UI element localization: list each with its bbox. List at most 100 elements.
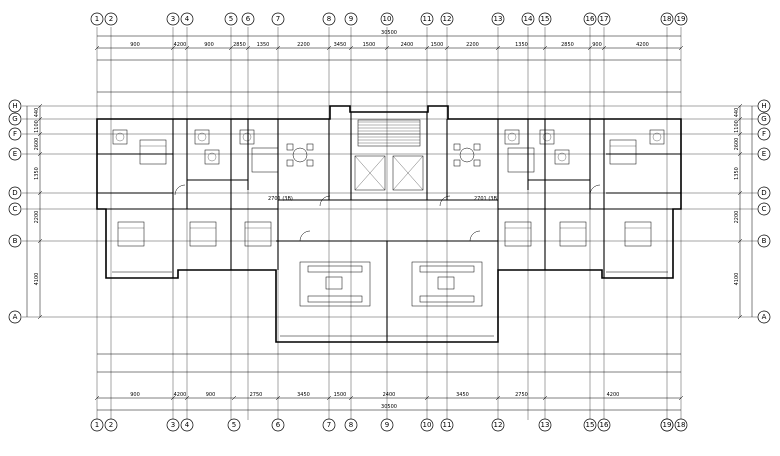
dim-text: 2750 (250, 392, 263, 398)
dim-text: 900 (204, 42, 214, 48)
dim-tick (737, 131, 743, 137)
axis-bubble-right (757, 112, 771, 126)
dim-tick (37, 151, 43, 157)
axis-bubble-bottom (380, 418, 394, 432)
dim-text-v: 2200 (34, 211, 40, 224)
dim-text-v: 4100 (34, 273, 40, 286)
axis-label-bottom: 3 (171, 421, 175, 429)
axis-bubble-top (583, 12, 597, 26)
axis-bubble-bottom (674, 418, 688, 432)
axis-label-right: G (761, 115, 766, 123)
dining-chair (306, 159, 314, 167)
axis-label-bottom: 4 (185, 421, 190, 429)
dim-tick (348, 395, 354, 401)
axis-label-top: 5 (229, 15, 233, 23)
axis-bubble-bottom (491, 418, 505, 432)
dim-text: 2400 (383, 392, 396, 398)
dim-text: 1500 (431, 42, 444, 48)
axis-bubble-left (8, 147, 22, 161)
fixture (554, 149, 570, 165)
dim-text-v: 2200 (734, 211, 740, 224)
axis-bubble-top (241, 12, 255, 26)
dim-text-v: 1350 (734, 167, 740, 180)
axis-label-bottom: 9 (385, 421, 389, 429)
bed (244, 221, 272, 247)
dim-tick (737, 151, 743, 157)
axis-label-top: 13 (494, 15, 503, 23)
bed (189, 221, 217, 247)
fixture (504, 129, 520, 145)
axis-label-left: C (13, 205, 18, 213)
sofa (419, 295, 475, 303)
dim-text: 1350 (515, 42, 528, 48)
axis-bubble-left (8, 127, 22, 141)
door-swing (299, 230, 311, 242)
axis-label-top: 19 (677, 15, 686, 23)
axis-label-bottom: 2 (109, 421, 113, 429)
dim-tick (326, 395, 332, 401)
axis-bubble-bottom (227, 418, 241, 432)
sofa (307, 295, 363, 303)
dim-tick (424, 395, 430, 401)
bed (504, 221, 532, 247)
dim-text: 2850 (233, 42, 246, 48)
living-area (299, 261, 371, 307)
dim-text-v: 440 (34, 108, 40, 118)
fixture (204, 149, 220, 165)
axis-label-right: E (762, 150, 766, 158)
axis-bubble-top (90, 12, 104, 26)
bed (507, 147, 535, 173)
axis-bubble-top (420, 12, 434, 26)
dim-tick (37, 103, 43, 109)
axis-bubble-right (757, 186, 771, 200)
fixture-basin (197, 132, 207, 142)
dim-text: 2200 (297, 42, 310, 48)
dim-tick (348, 45, 354, 51)
dim-tick (495, 45, 501, 51)
axis-bubble-left (8, 112, 22, 126)
axis-bubble-left (8, 186, 22, 200)
dim-text: 2750 (515, 392, 528, 398)
dim-text: 3450 (456, 392, 469, 398)
axis-label-top: 4 (185, 15, 190, 23)
axis-bubble-top (380, 12, 394, 26)
axis-label-bottom: 8 (349, 421, 353, 429)
axis-label-bottom: 11 (443, 421, 452, 429)
axis-label-left: A (13, 313, 18, 321)
axis-bubble-right (757, 310, 771, 324)
axis-label-top: 14 (524, 15, 533, 23)
fixture (239, 129, 255, 145)
axis-bubble-top (344, 12, 358, 26)
axis-bubble-left (8, 310, 22, 324)
dim-total-text: 30500 (381, 404, 397, 410)
axis-bubble-bottom (660, 418, 674, 432)
bed (117, 221, 145, 247)
dining-chair (473, 143, 481, 151)
axis-label-top: 10 (383, 15, 392, 23)
dim-tick (737, 103, 743, 109)
dim-tick (542, 395, 548, 401)
axis-label-bottom: 13 (541, 421, 550, 429)
room-details (112, 119, 668, 337)
dim-text: 2400 (401, 42, 414, 48)
dim-tick (275, 45, 281, 51)
fixture-basin (557, 152, 567, 162)
axis-bubble-bottom (180, 418, 194, 432)
axis-label-left: B (13, 237, 18, 245)
dim-tick (737, 238, 743, 244)
outer-wall (96, 105, 682, 343)
dim-tick (94, 395, 100, 401)
axis-bubble-right (757, 147, 771, 161)
axis-bubble-top (521, 12, 535, 26)
axis-label-bottom: 12 (494, 421, 503, 429)
axis-label-top: 16 (586, 15, 595, 23)
dining-chair (286, 143, 294, 151)
dim-tick (444, 45, 450, 51)
axis-label-right: C (762, 205, 767, 213)
dim-text: 900 (592, 42, 602, 48)
dim-tick (37, 190, 43, 196)
axis-label-bottom: 15 (586, 421, 595, 429)
elevator-cross (354, 155, 386, 191)
